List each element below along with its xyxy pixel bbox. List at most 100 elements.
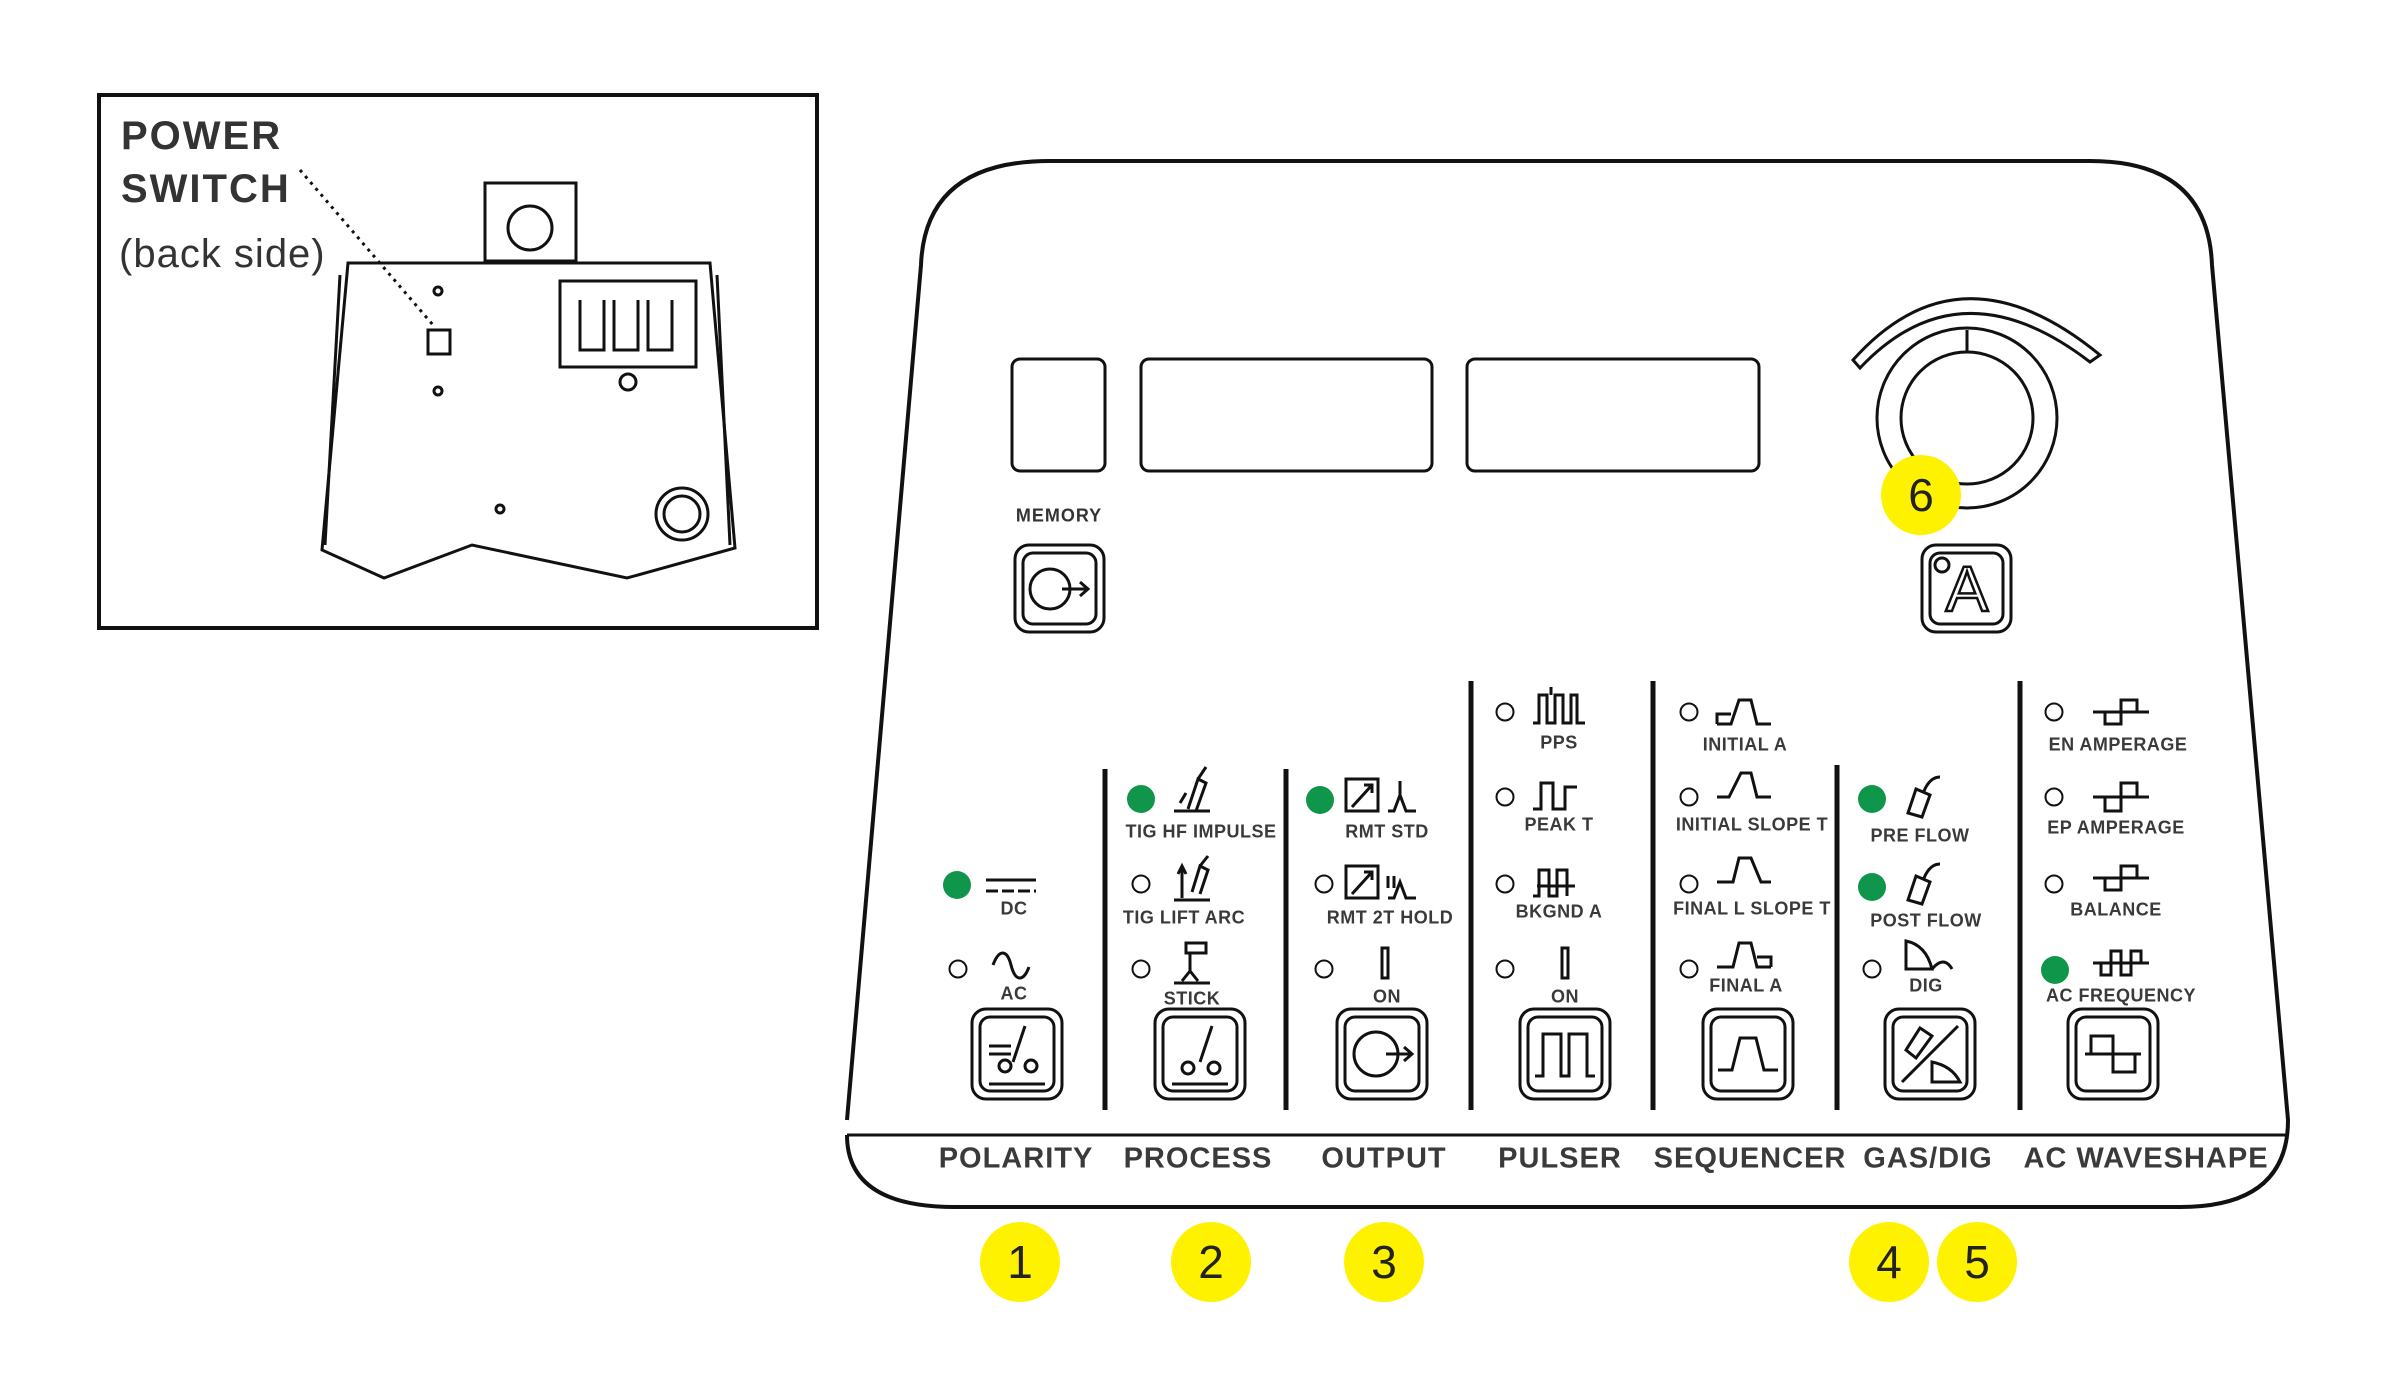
- led-output-on: [1314, 959, 1334, 979]
- led-ac: [948, 959, 968, 979]
- label-stick: STICK: [1163, 988, 1221, 1009]
- polarity-button: [970, 1007, 1064, 1101]
- section-title-ac-waveshape: AC WAVESHAPE: [2023, 1142, 2269, 1175]
- remote-std-icon: [1344, 777, 1416, 813]
- led-initial-slope-t: [1679, 787, 1699, 807]
- label-pre-flow: PRE FLOW: [1870, 825, 1970, 846]
- peak-time-icon: [1533, 781, 1577, 811]
- tig-hf-torch-icon: [1174, 766, 1210, 813]
- section-title-process: PROCESS: [1123, 1142, 1273, 1175]
- label-pps: PPS: [1540, 732, 1578, 753]
- led-initial-a: [1679, 702, 1699, 722]
- led-rmt-2t-hold: [1314, 874, 1334, 894]
- led-dc: [943, 871, 971, 899]
- final-slope-icon: [1717, 856, 1771, 884]
- pps-icon: [1533, 687, 1585, 725]
- inset-title-switch: SWITCH: [121, 167, 291, 211]
- label-initial-a: INITIAL A: [1702, 734, 1788, 755]
- inset-frame: [97, 93, 819, 630]
- ep-amperage-icon: [2093, 781, 2149, 813]
- led-stick: [1131, 959, 1151, 979]
- led-pulser-on: [1495, 959, 1515, 979]
- section-title-pulser: PULSER: [1498, 1142, 1622, 1175]
- led-final-a: [1679, 959, 1699, 979]
- led-ac-frequency: [2041, 956, 2069, 984]
- section-title-output: OUTPUT: [1321, 1142, 1447, 1175]
- background-amps-icon: [1533, 868, 1575, 898]
- amperage-button-glyph[interactable]: A: [1944, 552, 1989, 627]
- led-pps: [1495, 702, 1515, 722]
- callout-4: 4: [1849, 1222, 1929, 1302]
- label-dig: DIG: [1909, 975, 1943, 996]
- leader-line: [298, 169, 435, 326]
- callout-2: 2: [1171, 1222, 1251, 1302]
- section-dividers: [1102, 681, 2023, 1110]
- pulser-on-icon: [1560, 946, 1570, 980]
- label-rmt-2t-hold: RMT 2T HOLD: [1326, 907, 1454, 928]
- led-balance: [2044, 874, 2064, 894]
- led-bkgnd-a: [1495, 874, 1515, 894]
- pre-flow-icon: [1906, 775, 1941, 819]
- memory-display: [1010, 357, 1107, 473]
- led-peak-t: [1495, 787, 1515, 807]
- led-final-slope-t: [1679, 874, 1699, 894]
- callout-5: 5: [1937, 1222, 2017, 1302]
- led-dig: [1862, 959, 1882, 979]
- pulser-button: [1518, 1007, 1612, 1101]
- led-ep-amperage: [2044, 787, 2064, 807]
- inset-title-power: POWER: [121, 114, 283, 158]
- dig-icon: [1904, 939, 1954, 971]
- power-switch: [426, 328, 452, 356]
- led-tig-lift-arc: [1131, 874, 1151, 894]
- output-on-icon: [1380, 946, 1390, 980]
- initial-slope-icon: [1717, 771, 1771, 799]
- label-final-slope-t: FINAL L SLOPE T: [1673, 898, 1831, 919]
- label-peak-t: PEAK T: [1524, 814, 1594, 835]
- led-pre-flow: [1858, 785, 1886, 813]
- ac-waveshape-button: [2066, 1007, 2160, 1101]
- ac-frequency-icon: [2093, 949, 2149, 977]
- led-en-amperage: [2044, 702, 2064, 722]
- label-pulser-on: ON: [1551, 986, 1579, 1007]
- label-ac-frequency: AC FREQUENCY: [2045, 985, 2197, 1006]
- initial-amps-icon: [1715, 698, 1771, 726]
- balance-icon: [2093, 864, 2149, 892]
- label-balance: BALANCE: [2070, 899, 2162, 920]
- label-rmt-std: RMT STD: [1345, 821, 1429, 842]
- label-dc: DC: [1000, 898, 1028, 919]
- label-tig-hf-impulse: TIG HF IMPULSE: [1125, 821, 1277, 842]
- en-amperage-icon: [2093, 698, 2149, 726]
- sequencer-button: [1701, 1007, 1795, 1101]
- led-post-flow: [1858, 873, 1886, 901]
- stick-electrode-icon: [1174, 941, 1210, 985]
- final-amps-icon: [1717, 941, 1773, 969]
- section-title-polarity: POLARITY: [938, 1142, 1094, 1175]
- label-initial-slope-t: INITIAL SLOPE T: [1675, 814, 1829, 835]
- process-button: [1153, 1007, 1247, 1101]
- label-en-amperage: EN AMPERAGE: [2048, 734, 2188, 755]
- callout-1: 1: [980, 1222, 1060, 1302]
- callout-6: 6: [1881, 455, 1961, 535]
- left-display: [1139, 357, 1434, 473]
- label-final-a: FINAL A: [1709, 975, 1783, 996]
- label-bkgnd-a: BKGND A: [1515, 901, 1603, 922]
- gas-dig-button: [1883, 1007, 1977, 1101]
- dc-icon: [986, 878, 1036, 893]
- control-knob: [1850, 297, 2103, 510]
- inset-subtitle: (back side): [119, 232, 326, 276]
- led-rmt-std: [1306, 786, 1334, 814]
- label-ep-amperage: EP AMPERAGE: [2047, 817, 2185, 838]
- label-tig-lift-arc: TIG LIFT ARC: [1122, 907, 1246, 928]
- section-title-gas-dig: GAS/DIG: [1863, 1142, 1993, 1175]
- post-flow-icon: [1906, 862, 1941, 906]
- label-ac: AC: [1000, 983, 1028, 1004]
- label-post-flow: POST FLOW: [1870, 910, 1982, 931]
- callout-3: 3: [1344, 1222, 1424, 1302]
- led-tig-hf-impulse: [1127, 785, 1155, 813]
- memory-button: [1013, 543, 1106, 634]
- memory-label: MEMORY: [1015, 505, 1103, 526]
- label-output-on: ON: [1373, 986, 1401, 1007]
- output-button: [1335, 1007, 1429, 1101]
- amperage-button: [1920, 543, 2013, 634]
